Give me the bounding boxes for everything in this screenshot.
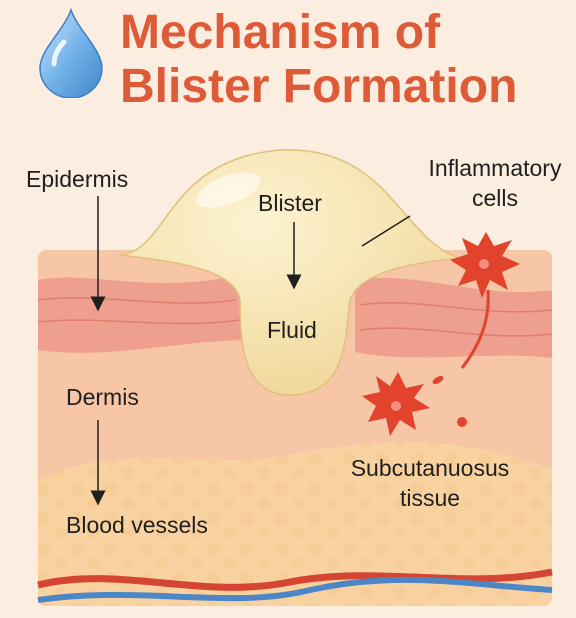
epidermis-layer xyxy=(38,275,250,353)
blister-label: Blister xyxy=(258,190,322,216)
inflammatory-label-line-1: Inflammatory xyxy=(428,155,562,181)
cell-fragment xyxy=(432,376,444,384)
title-line-1: Mechanism of xyxy=(120,6,441,59)
title-line-2: Blister Formation xyxy=(120,60,518,113)
blister xyxy=(119,149,461,396)
blood-vessels-label: Blood vessels xyxy=(66,512,208,538)
inflammatory-pointer xyxy=(361,215,411,247)
diagram-title: Mechanism of Blister Formation xyxy=(120,6,517,114)
subcutaneous-tissue-label: Subcutanuosus tissue xyxy=(330,455,530,511)
inflammatory-cells-label: Inflammatory cells xyxy=(414,155,576,211)
subcutaneous-label-line-2: tissue xyxy=(399,485,461,511)
water-drop-icon xyxy=(39,8,103,98)
inflammatory-cell-1 xyxy=(450,232,520,369)
inflammatory-cell-2 xyxy=(362,372,430,436)
epidermis-label: Epidermis xyxy=(26,166,129,192)
fluid-label: Fluid xyxy=(267,317,317,343)
cell-fragment xyxy=(457,417,467,427)
subcutaneous-label-line-1: Subcutanuosus xyxy=(350,455,510,481)
vein xyxy=(37,576,553,603)
artery xyxy=(37,568,553,591)
dermis-label: Dermis xyxy=(66,384,139,410)
inflammatory-label-line-2: cells xyxy=(471,185,518,211)
